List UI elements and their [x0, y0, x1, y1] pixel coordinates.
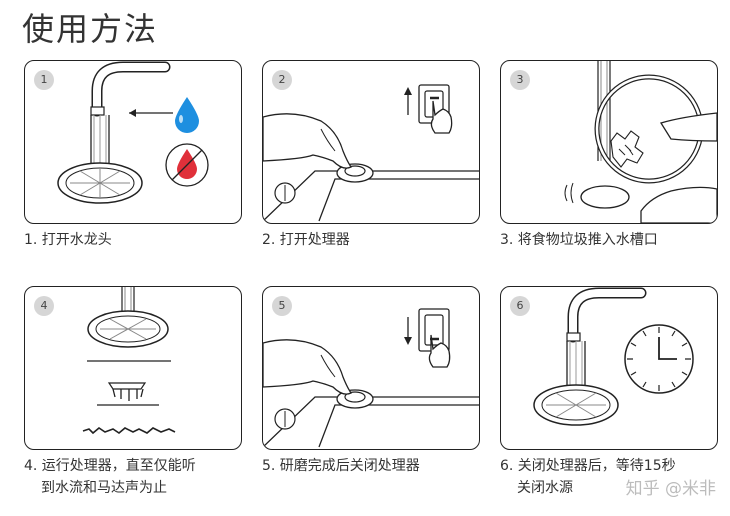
- step-5-badge: 5: [272, 296, 292, 316]
- pointing-hand-icon: [428, 334, 451, 368]
- clock-icon: [624, 324, 694, 394]
- step-6-caption: 6. 关闭处理器后，等待15秒 关闭水源: [500, 455, 676, 499]
- step-3-badge: 3: [510, 70, 530, 90]
- step-1-badge: 1: [34, 70, 54, 90]
- step-2-panel: 2: [262, 60, 480, 224]
- step-4-caption-line1: 4. 运行处理器，直至仅能听: [24, 458, 196, 474]
- step-2-caption: 2. 打开处理器: [262, 232, 350, 248]
- step-4-caption: 4. 运行处理器，直至仅能听 到水流和马达声为止: [24, 455, 196, 499]
- pointing-hand-icon: [430, 100, 453, 134]
- step-1-panel: 1: [24, 60, 242, 224]
- watermark: 知乎 @米非: [625, 479, 716, 499]
- step-4-caption-line2: 到水流和马达声为止: [41, 480, 167, 496]
- step-5-illustration: [263, 308, 479, 448]
- step-3-illustration: [564, 61, 717, 223]
- step-1-caption: 1. 打开水龙头: [24, 232, 112, 248]
- page-title: 使用方法: [22, 10, 159, 48]
- step-2-illustration: [263, 84, 479, 222]
- step-5-caption: 5. 研磨完成后关闭处理器: [262, 458, 420, 474]
- step-6-caption-line2: 关闭水源: [517, 480, 573, 496]
- step-1-illustration: [57, 61, 209, 204]
- step-5-panel: 5: [262, 286, 480, 450]
- step-4-badge: 4: [34, 296, 54, 316]
- step-6-panel: 6: [500, 286, 718, 450]
- step-4-illustration: [82, 287, 176, 435]
- step-6-badge: 6: [510, 296, 530, 316]
- step-6-caption-line1: 6. 关闭处理器后，等待15秒: [500, 458, 676, 474]
- step-6-illustration: [533, 287, 694, 426]
- step-2-badge: 2: [272, 70, 292, 90]
- step-3-panel: 3: [500, 60, 718, 224]
- step-4-panel: 4: [24, 286, 242, 450]
- cold-water-drop-icon: [175, 97, 199, 133]
- step-3-caption: 3. 将食物垃圾推入水槽口: [500, 232, 658, 248]
